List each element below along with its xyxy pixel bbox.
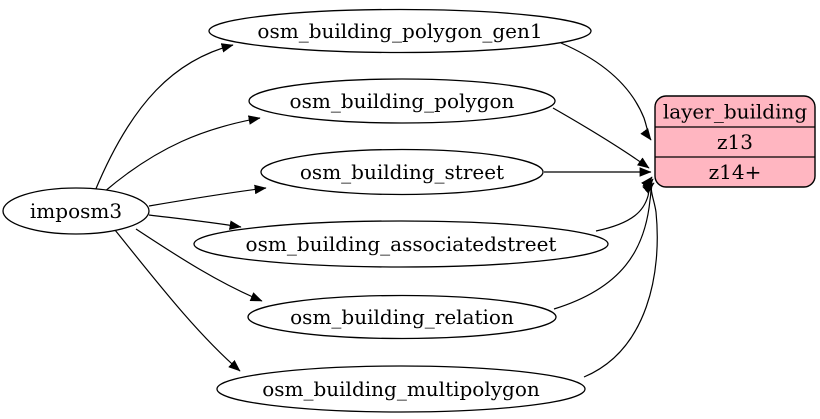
- node-label: imposm3: [30, 199, 122, 223]
- node-label: osm_building_relation: [290, 305, 514, 329]
- edge-imposm3-to-osm-building-street: [148, 184, 267, 207]
- imposm3-ellipse: [2, 187, 150, 235]
- table-ellipse: [208, 8, 592, 54]
- node-label: osm_building_street: [300, 160, 504, 184]
- node-label: osm_building_associatedstreet: [246, 232, 557, 256]
- node-osm-building-polygon: osm_building_polygon: [248, 78, 556, 124]
- node-label: osm_building_polygon: [290, 89, 515, 113]
- node-osm-building-relation: osm_building_relation: [247, 294, 557, 340]
- node-label: osm_building_multipolygon: [262, 377, 540, 401]
- layer-building-row-z13: z13: [717, 130, 753, 154]
- table-ellipse: [193, 220, 609, 268]
- node-osm-building-associatedstreet: osm_building_associatedstreet: [193, 220, 609, 268]
- edge-osm-building-polygon-to-z14: [552, 107, 650, 169]
- edges-from-source: [94, 43, 267, 372]
- table-ellipse: [260, 148, 544, 196]
- node-imposm3: imposm3: [2, 187, 150, 235]
- edge-imposm3-to-osm-building-relation: [135, 228, 263, 302]
- edge-imposm3-to-osm-building-polygon: [103, 115, 261, 193]
- edge-osm-building-polygon-gen1-to-z13: [560, 42, 652, 141]
- edge-imposm3-to-osm-building-associatedstreet: [148, 214, 242, 230]
- edge-imposm3-to-osm-building-polygon-gen1: [94, 43, 234, 192]
- edge-imposm3-to-osm-building-multipolygon: [114, 229, 241, 372]
- table-ellipse: [247, 294, 557, 340]
- node-osm-building-multipolygon: osm_building_multipolygon: [216, 365, 586, 413]
- node-osm-building-polygon-gen1: osm_building_polygon_gen1: [208, 8, 592, 54]
- edge-osm-building-associatedstreet-to-z14: [595, 176, 653, 232]
- node-osm-building-street: osm_building_street: [260, 148, 544, 196]
- edges-to-layer: [544, 42, 658, 378]
- table-ellipse: [216, 365, 586, 413]
- edge-osm-building-multipolygon-to-z14: [583, 182, 658, 378]
- layer-building-row-z14: z14+: [709, 160, 762, 184]
- layer-building-title: layer_building: [663, 100, 808, 124]
- layer-building-box: [654, 95, 816, 188]
- node-layer-building: layer_building z13 z14+: [654, 95, 816, 188]
- table-ellipse: [248, 78, 556, 124]
- node-label: osm_building_polygon_gen1: [257, 19, 542, 43]
